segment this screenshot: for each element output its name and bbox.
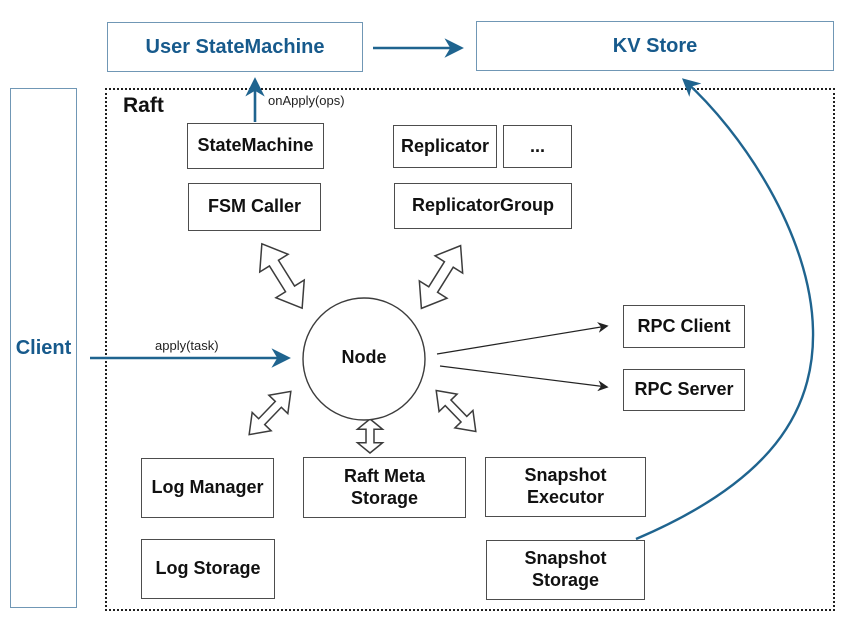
snapshot-storage-label: Snapshot Storage [524, 548, 607, 590]
snapshot-storage-box: Snapshot Storage [486, 540, 645, 600]
rpc-client-label: RPC Client [637, 315, 731, 336]
fsm-caller-box: FSM Caller [188, 183, 321, 231]
log-storage-label: Log Storage [155, 558, 261, 579]
log-manager-box: Log Manager [141, 458, 274, 518]
replicator-group-box: ReplicatorGroup [394, 183, 572, 229]
rpc-client-box: RPC Client [623, 305, 745, 348]
replicator-more-label: ... [529, 135, 545, 156]
fsm-caller-label: FSM Caller [207, 196, 302, 217]
raft-meta-storage-box: Raft Meta Storage [303, 457, 466, 518]
client-label: Client [15, 336, 72, 359]
raft-meta-storage-label: Raft Meta Storage [343, 465, 425, 508]
replicator-more-box: ... [503, 125, 572, 168]
user-statemachine-label: User StateMachine [145, 35, 325, 58]
replicator-box: Replicator [393, 125, 497, 168]
statemachine-box: StateMachine [187, 123, 324, 169]
apply-task-label: apply(task) [155, 338, 219, 353]
log-manager-label: Log Manager [151, 477, 264, 498]
user-statemachine-box: User StateMachine [107, 22, 363, 72]
rpc-server-label: RPC Server [634, 379, 734, 400]
replicator-group-label: ReplicatorGroup [411, 195, 554, 216]
snapshot-executor-box: Snapshot Executor [485, 457, 646, 517]
replicator-label: Replicator [400, 135, 490, 156]
client-box: Client [10, 88, 77, 608]
on-apply-label: onApply(ops) [268, 93, 345, 108]
raft-group-border [105, 88, 835, 611]
kv-store-box: KV Store [476, 21, 834, 71]
raft-group-title: Raft [123, 94, 164, 117]
log-storage-box: Log Storage [141, 539, 275, 599]
rpc-server-box: RPC Server [623, 369, 745, 411]
snapshot-executor-label: Snapshot Executor [524, 465, 607, 507]
node-label: Node [341, 347, 387, 367]
statemachine-label: StateMachine [197, 135, 314, 156]
kv-store-label: KV Store [612, 34, 698, 57]
